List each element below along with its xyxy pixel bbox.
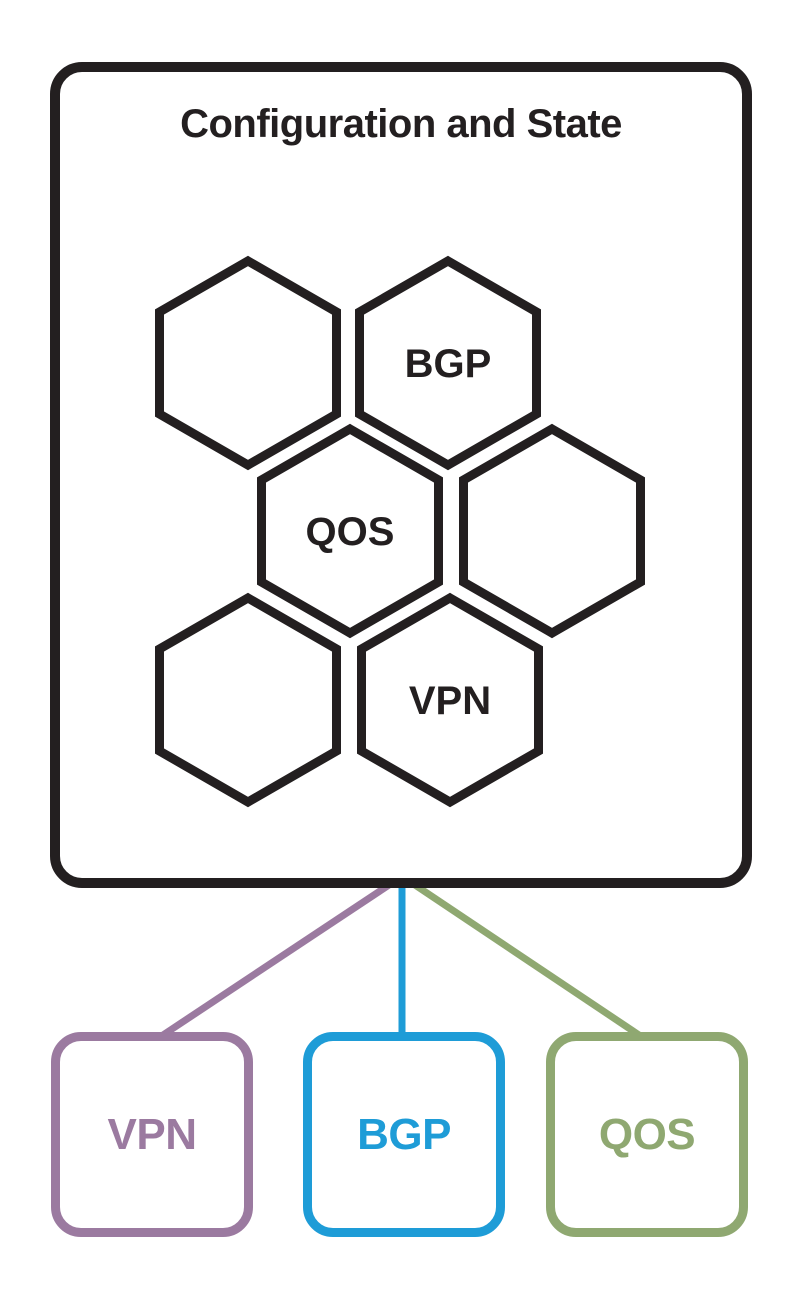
configuration-state-box: Configuration and State BGP QOS VPN bbox=[50, 62, 752, 888]
hexagon-qos-label: QOS bbox=[306, 510, 395, 554]
hexagon-vpn-label: VPN bbox=[409, 679, 491, 723]
node-box-qos: QOS bbox=[546, 1032, 748, 1237]
node-qos-label: QOS bbox=[598, 1109, 696, 1159]
hexagon-blank-3 bbox=[155, 592, 341, 808]
node-vpn-label: VPN bbox=[107, 1109, 197, 1159]
hexagon-qos bbox=[257, 423, 443, 639]
hexagon-bgp bbox=[355, 255, 541, 471]
node-box-vpn: VPN bbox=[51, 1032, 253, 1237]
node-box-bgp: BGP bbox=[303, 1032, 505, 1237]
connector-qos-line bbox=[410, 880, 644, 1040]
hexagon-blank-2 bbox=[459, 423, 645, 639]
hexagon-bgp-label: BGP bbox=[405, 342, 492, 386]
hexagon-blank-1 bbox=[155, 255, 341, 471]
connector-vpn-line bbox=[158, 880, 394, 1040]
node-bgp-label: BGP bbox=[357, 1109, 451, 1159]
hexagon-cluster: BGP QOS VPN bbox=[155, 255, 645, 808]
main-box-title: Configuration and State bbox=[180, 102, 622, 146]
hexagon-vpn bbox=[357, 592, 543, 808]
